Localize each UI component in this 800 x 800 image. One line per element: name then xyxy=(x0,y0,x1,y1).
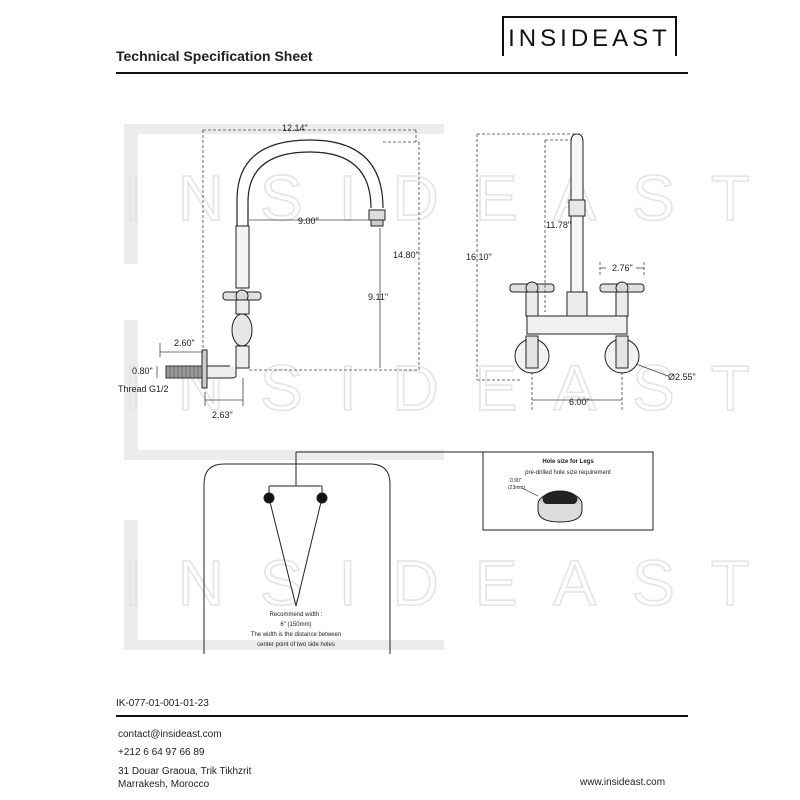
hole-size-mm: (23mm) xyxy=(508,485,526,491)
website-link[interactable]: www.insideast.com xyxy=(580,777,666,788)
footer-divider xyxy=(116,715,688,717)
dim-overall-height: 14.80" xyxy=(393,250,419,260)
dim-riser-height: 11.78" xyxy=(546,220,571,230)
dim-thread-diameter: 0.80" xyxy=(132,366,153,376)
hole-size-inches: 0.90" xyxy=(510,478,522,484)
sink-note-line1: Recommend width : xyxy=(269,612,322,618)
address-line-1: 31 Douar Graoua, Trik Tikhzrit xyxy=(118,766,252,777)
logo-frame xyxy=(502,16,677,56)
faucet-side-view xyxy=(165,139,386,389)
watermark-text-2: INSIDEAST xyxy=(124,352,786,424)
faucet-front-view xyxy=(509,133,645,374)
sink-plan xyxy=(203,451,483,654)
dim-centers: 6.00" xyxy=(569,397,590,407)
sink-note-line3: The width is the distance between xyxy=(251,632,341,638)
contact-phone: +212 6 64 97 66 89 xyxy=(118,747,205,758)
dim-overall-width: 12.14" xyxy=(282,123,308,133)
watermark-text-3: INSIDEAST xyxy=(124,547,786,619)
dim-total-height: 16.10" xyxy=(466,252,492,262)
hole-size-box xyxy=(482,451,654,531)
side-dimension-lines xyxy=(156,129,420,406)
hole-box-title: Hole size for Legs xyxy=(542,459,594,465)
sink-note-line4: center point of two side holes xyxy=(257,642,335,648)
dim-spout-reach: 9.00" xyxy=(298,216,319,226)
address-line-2: Marrakesh, Morocco xyxy=(118,779,210,790)
dim-thread-length: 2.60" xyxy=(174,338,195,348)
sink-note-line2: 6" (150mm) xyxy=(280,622,311,628)
hole-box-subtitle: pre-drilled hole size requirement xyxy=(525,470,611,476)
dim-handle-width: 2.76" xyxy=(612,263,633,273)
contact-email-link[interactable]: contact@insideast.com xyxy=(118,729,222,740)
front-dimension-lines xyxy=(476,133,669,410)
header-divider xyxy=(116,72,688,74)
watermark-text-1: INSIDEAST xyxy=(124,162,786,234)
thread-label: Thread G1/2 xyxy=(118,384,169,394)
brand-logo: INSIDEAST xyxy=(508,25,671,52)
product-code: IK-077-01-001-01-23 xyxy=(116,698,209,709)
page-title: Technical Specification Sheet xyxy=(116,48,313,64)
dim-offset: 2.63" xyxy=(212,410,233,420)
dim-spout-height: 9.11" xyxy=(368,292,388,302)
watermark-group: INSIDEAST INSIDEAST INSIDEAST xyxy=(123,124,786,650)
dim-flange-diameter: Ø2.55" xyxy=(668,372,696,382)
